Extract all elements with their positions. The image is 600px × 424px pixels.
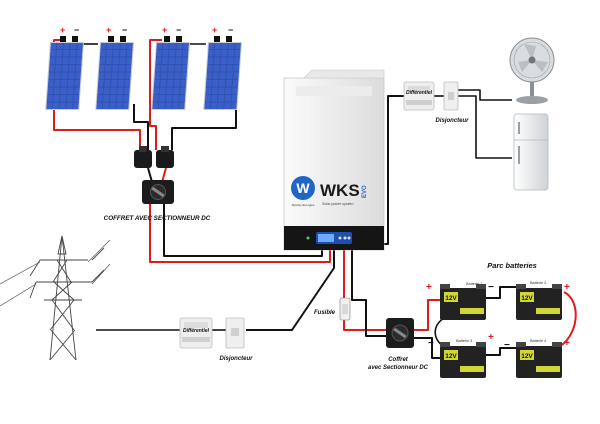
svg-text:−: −: [504, 340, 510, 351]
battery-icon: [440, 284, 486, 320]
svg-text:−: −: [228, 25, 233, 35]
differential-breaker-output: [403, 81, 435, 111]
breaker-label-output: Disjoncteur: [435, 118, 469, 124]
solar-panel-icon: [45, 42, 84, 110]
battery-polarity-marks: + − − + − + − +: [426, 282, 570, 351]
fridge-icon: [513, 113, 549, 191]
battery-icon: [516, 342, 562, 378]
inverter-maker: Mylinky Energies: [292, 203, 315, 207]
solar-panel-array: +− +− +− +−: [45, 25, 242, 110]
dc-box-batt-label-line2: avec Sectionneur DC: [368, 365, 429, 371]
svg-text:+: +: [488, 332, 494, 343]
svg-text:−: −: [428, 338, 434, 349]
inverter-evo: EVO: [362, 185, 368, 198]
svg-text:+: +: [106, 25, 111, 35]
dc-disconnect-box-panels: [142, 180, 174, 204]
differential-breaker-input: [179, 317, 213, 349]
svg-text:W: W: [296, 180, 310, 196]
solar-panel-icon: [151, 42, 190, 110]
svg-text:+: +: [60, 25, 65, 35]
battery-2-label: Batterie 2: [530, 281, 546, 285]
battery-voltage-4: 12V: [521, 353, 533, 360]
battery-3-label: Batterie 3: [456, 339, 472, 343]
svg-text:−: −: [74, 25, 79, 35]
dc-box-batt-label-line1: Coffret: [388, 357, 409, 363]
battery-voltage-1: 12V: [445, 295, 457, 302]
brand-logo: [291, 176, 315, 200]
circuit-breaker-output: [443, 81, 459, 111]
inverter-brand: WKS: [320, 181, 360, 200]
battery-icon: [516, 284, 562, 320]
differential-label-output: Différentiel: [406, 90, 433, 96]
battery-icon: [440, 342, 486, 378]
svg-text:−: −: [488, 282, 494, 293]
solar-panel-icon: [95, 42, 134, 110]
fuse-icon: [339, 297, 351, 321]
battery-bank-title: Parc batteries: [487, 261, 537, 270]
circuit-breaker-input: [225, 317, 245, 349]
mc4-combiner-connectors: [134, 146, 174, 168]
inverter-tagline: Solar power system: [322, 202, 354, 206]
svg-text:+: +: [564, 282, 570, 293]
battery-4-label: Batterie 4: [530, 339, 546, 343]
pylon-icon: [0, 235, 111, 361]
dc-disconnect-box-batteries: [386, 318, 414, 348]
svg-text:−: −: [504, 282, 510, 293]
svg-text:+: +: [564, 338, 570, 349]
breaker-label-input: Disjoncteur: [219, 356, 253, 362]
battery-voltage-2: 12V: [521, 295, 533, 302]
differential-label-input: Différentiel: [183, 328, 210, 334]
panel-polarity-marks: +− +− +− +−: [60, 25, 233, 42]
battery-voltage-3: 12V: [445, 353, 457, 360]
svg-text:+: +: [212, 25, 217, 35]
svg-text:−: −: [122, 25, 127, 35]
dc-box-panels-label: COFFRET AVEC SECTIONNEUR DC: [104, 215, 211, 222]
svg-text:−: −: [176, 25, 181, 35]
svg-text:+: +: [162, 25, 167, 35]
svg-text:+: +: [426, 282, 432, 293]
solar-panel-icon: [203, 42, 242, 110]
inverter-icon: W Mylinky Energies WKS EVO Solar power s…: [283, 69, 385, 251]
battery-1-label: Batterie 1: [466, 282, 482, 286]
fuse-label: Fusible: [314, 310, 336, 316]
fan-icon: [509, 37, 555, 104]
